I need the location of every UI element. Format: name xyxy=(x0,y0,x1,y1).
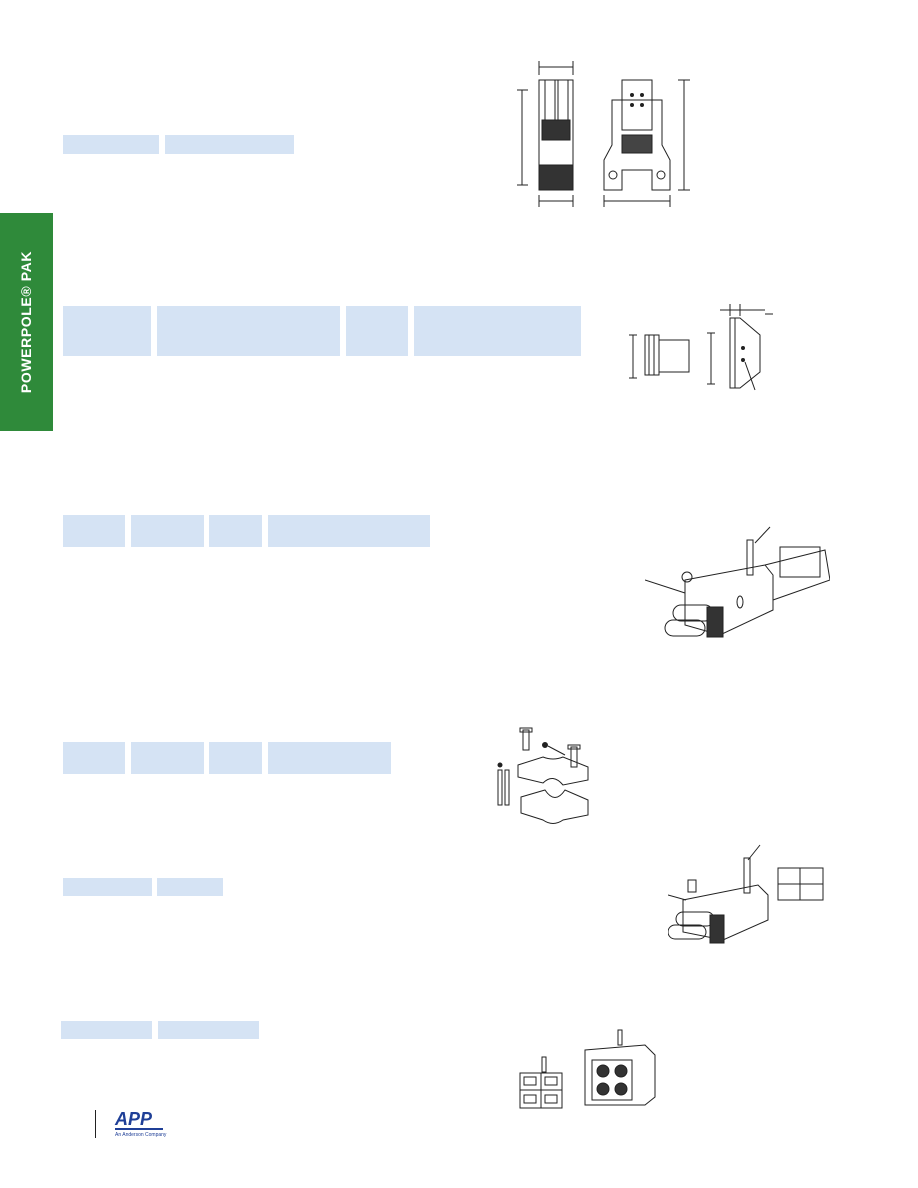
table-header-cell xyxy=(268,515,430,547)
svg-text:APP: APP xyxy=(114,1109,153,1129)
table-header-cell xyxy=(61,1021,152,1039)
table-header-cell xyxy=(63,306,151,356)
table-header-cell xyxy=(157,878,223,896)
side-tab-label: POWERPOLE® PAK xyxy=(18,250,34,394)
adapter-drawing-icon xyxy=(625,300,780,400)
table-header-cell xyxy=(158,1021,259,1039)
housing-drawing-icon xyxy=(512,55,697,210)
footer-divider xyxy=(95,1110,96,1138)
table-header-cell xyxy=(414,306,581,356)
table-header-cell xyxy=(157,306,340,356)
connector-pair-icon xyxy=(510,1025,665,1115)
table-header-cell xyxy=(131,515,204,547)
table-header-cell xyxy=(63,878,152,896)
table-header-cell xyxy=(63,515,125,547)
table-header-cell xyxy=(63,135,159,154)
side-tab xyxy=(0,213,53,431)
clamp-assembly-icon xyxy=(645,525,830,650)
clamp-parts-icon xyxy=(493,725,603,840)
table-header-cell xyxy=(63,742,125,774)
clamp-assembly-icon xyxy=(668,840,833,955)
svg-text:An Anderson Company: An Anderson Company xyxy=(115,1132,167,1138)
app-logo: APP An Anderson Company xyxy=(113,1108,168,1143)
table-header-cell xyxy=(209,742,262,774)
table-header-cell xyxy=(268,742,391,774)
table-header-cell xyxy=(131,742,204,774)
table-header-cell xyxy=(165,135,294,154)
table-header-cell xyxy=(346,306,408,356)
table-header-cell xyxy=(209,515,262,547)
